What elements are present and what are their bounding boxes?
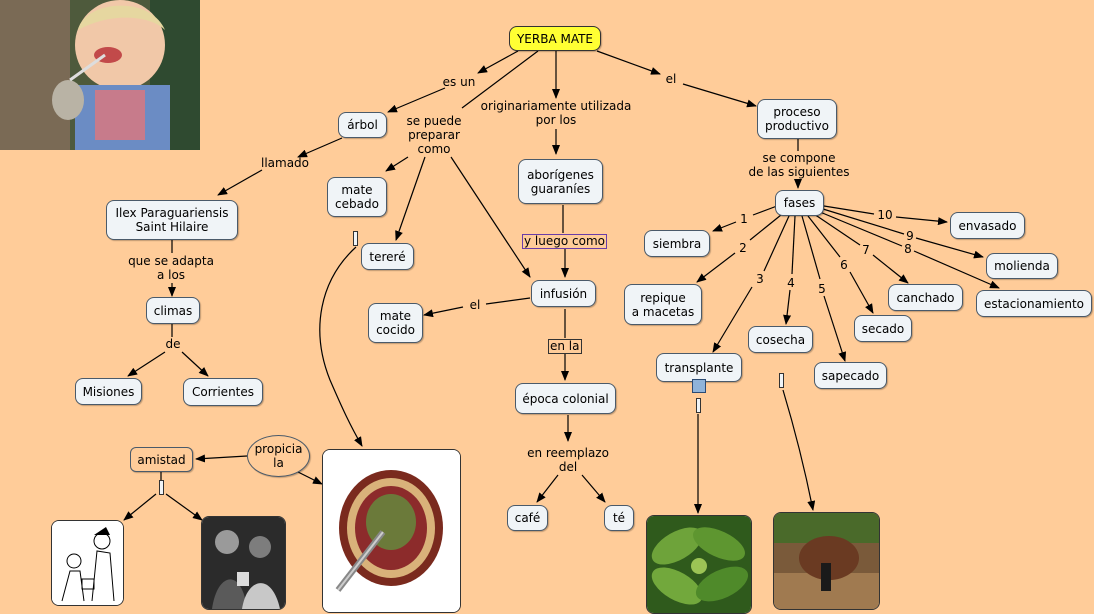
stub-transplante [696, 398, 701, 413]
mate-gourd-art [323, 450, 460, 612]
node-amistad[interactable]: amistad [130, 447, 193, 472]
stub-mate-cebado [353, 231, 358, 246]
harvest-art [774, 513, 879, 609]
link-en-reemplazo: en reemplazo del [527, 446, 609, 474]
link-el-mate-cocido: el [469, 298, 481, 312]
harvest-image[interactable] [773, 512, 880, 610]
mate-gourd-image[interactable] [322, 449, 461, 613]
node-fases[interactable]: fases [775, 190, 824, 216]
link-originariamente: originariamente utilizada por los [480, 99, 632, 127]
node-sapecado[interactable]: sapecado [814, 362, 887, 389]
link-9: 9 [906, 229, 914, 243]
child-photo-art [0, 0, 200, 150]
stub-cosecha [779, 373, 784, 388]
node-mate-cocido[interactable]: mate cocido [368, 303, 423, 343]
node-estacionamiento[interactable]: estacionamiento [976, 290, 1092, 317]
link-se-adapta: que se adapta a los [128, 254, 214, 282]
child-photo [0, 0, 200, 150]
node-propicia-la[interactable]: propicia la [247, 435, 310, 477]
node-proceso-productivo[interactable]: proceso productivo [757, 99, 837, 139]
link-5: 5 [818, 282, 826, 296]
node-misiones[interactable]: Misiones [75, 378, 142, 405]
node-terere[interactable]: tereré [361, 243, 414, 270]
node-climas[interactable]: climas [146, 297, 200, 324]
edge-esun-arbol [387, 87, 446, 113]
link-en-la: en la [548, 339, 582, 354]
link-2: 2 [739, 241, 747, 255]
friends-photo-image[interactable] [201, 516, 286, 610]
link-4: 4 [787, 276, 795, 290]
link-10: 10 [877, 208, 893, 222]
node-cafe[interactable]: café [507, 505, 548, 531]
node-siembra[interactable]: siembra [644, 230, 710, 257]
link-es-un: es un [442, 75, 476, 89]
node-molienda[interactable]: molienda [986, 253, 1058, 279]
link-6: 6 [840, 258, 848, 272]
link-8: 8 [904, 242, 912, 256]
title-node-yerba-mate[interactable]: YERBA MATE [509, 26, 601, 51]
link-3: 3 [756, 272, 764, 286]
friends-drawing-image[interactable] [51, 520, 124, 606]
node-ilex[interactable]: Ilex Paraguariensis Saint Hilaire [106, 200, 238, 240]
node-secado[interactable]: secado [854, 315, 912, 342]
edge-llamado-ilex [217, 169, 263, 196]
yerba-leaves-image[interactable] [646, 515, 752, 614]
node-epoca-colonial[interactable]: época colonial [515, 383, 616, 414]
edge-title-sepuede [461, 50, 539, 109]
edge-arbol-llamado [297, 137, 343, 158]
node-aborigenes[interactable]: aborígenes guaraníes [518, 159, 603, 204]
friends-photo-art [202, 517, 285, 609]
link-se-compone: se compone de las siguientes [748, 151, 850, 179]
node-infusion[interactable]: infusión [531, 280, 596, 307]
link-de: de [165, 337, 181, 351]
node-arbol[interactable]: árbol [338, 112, 387, 138]
link-llamado: llamado [260, 156, 310, 170]
image-icon[interactable] [692, 379, 706, 393]
link-se-puede-preparar: se puede preparar como [406, 114, 462, 156]
yerba-leaves-art [647, 516, 751, 613]
link-el-proceso: el [665, 72, 677, 86]
stub-amistad [159, 480, 164, 495]
edge-el-proceso [682, 83, 757, 108]
node-transplante[interactable]: transplante [656, 353, 742, 382]
link-1: 1 [740, 212, 748, 226]
edge-title-esun [477, 50, 519, 74]
node-repique[interactable]: repique a macetas [624, 284, 702, 325]
node-envasado[interactable]: envasado [950, 212, 1025, 239]
link-y-luego-como: y luego como [522, 234, 607, 249]
edge-title-el [596, 50, 661, 75]
node-mate-cebado[interactable]: mate cebado [327, 177, 387, 217]
link-7: 7 [862, 243, 870, 257]
friends-drawing-art [52, 521, 123, 605]
node-te[interactable]: té [604, 505, 634, 531]
node-cosecha[interactable]: cosecha [748, 326, 813, 353]
node-canchado[interactable]: canchado [888, 284, 963, 311]
node-corrientes[interactable]: Corrientes [183, 378, 263, 406]
